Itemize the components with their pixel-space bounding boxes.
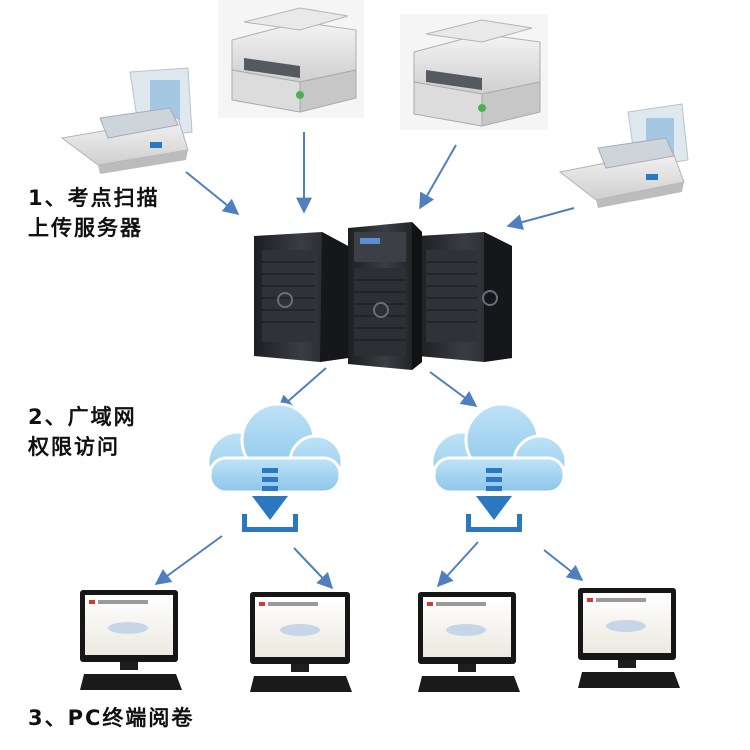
cloud-left <box>206 402 344 532</box>
arrow-cloud-left-to-pc-2 <box>293 547 334 590</box>
cloud-right <box>430 402 568 532</box>
arrow-scanner-left-to-server <box>185 171 240 216</box>
step1-line2: 上传服务器 <box>28 216 143 240</box>
desktop-monitor-icon <box>80 590 182 690</box>
step-label-scan-upload: 1、考点扫描 上传服务器 <box>28 183 160 243</box>
arrow-server-to-cloud-right <box>429 371 478 407</box>
scanner-small-right <box>558 103 689 208</box>
step2-line1: 2、广域网 <box>28 405 137 429</box>
step2-line2: 权限访问 <box>28 435 120 459</box>
arrow-cloud-right-to-pc-4 <box>543 549 584 581</box>
document-scanner-icon <box>413 19 541 127</box>
tower-server-icon <box>254 232 348 362</box>
arrow-cloud-right-to-pc-3 <box>436 541 479 588</box>
arrow-server-to-cloud-left <box>276 367 327 412</box>
document-scanner-icon <box>60 67 193 174</box>
pc-terminal-3 <box>418 592 520 692</box>
server-cluster <box>254 222 512 370</box>
step3-line1: 3、PC终端阅卷 <box>28 706 195 730</box>
pc-terminal-4 <box>578 588 680 688</box>
step1-line1: 1、考点扫描 <box>28 186 160 210</box>
desktop-monitor-icon <box>418 592 520 692</box>
arrow-scanner-right-to-server <box>506 207 575 230</box>
scanner-small-left <box>60 67 193 174</box>
cloud-download-icon <box>206 402 344 532</box>
pc-terminal-2 <box>250 592 352 692</box>
tower-server-icon <box>418 232 512 362</box>
arrow-cloud-left-to-pc-1 <box>154 535 223 585</box>
cloud-download-icon <box>430 402 568 532</box>
tower-server-icon <box>348 222 422 370</box>
arrow-scanner-2-to-server <box>419 144 457 210</box>
scanner-large-2 <box>400 14 548 130</box>
step-label-pc-marking: 3、PC终端阅卷 <box>28 703 194 733</box>
desktop-monitor-icon <box>578 588 680 688</box>
desktop-monitor-icon <box>250 592 352 692</box>
scanner-large-1 <box>218 0 364 118</box>
step-label-wan-access: 2、广域网 权限访问 <box>28 402 137 462</box>
document-scanner-icon <box>558 103 689 208</box>
pc-terminal-1 <box>80 590 182 690</box>
document-scanner-icon <box>231 7 357 113</box>
